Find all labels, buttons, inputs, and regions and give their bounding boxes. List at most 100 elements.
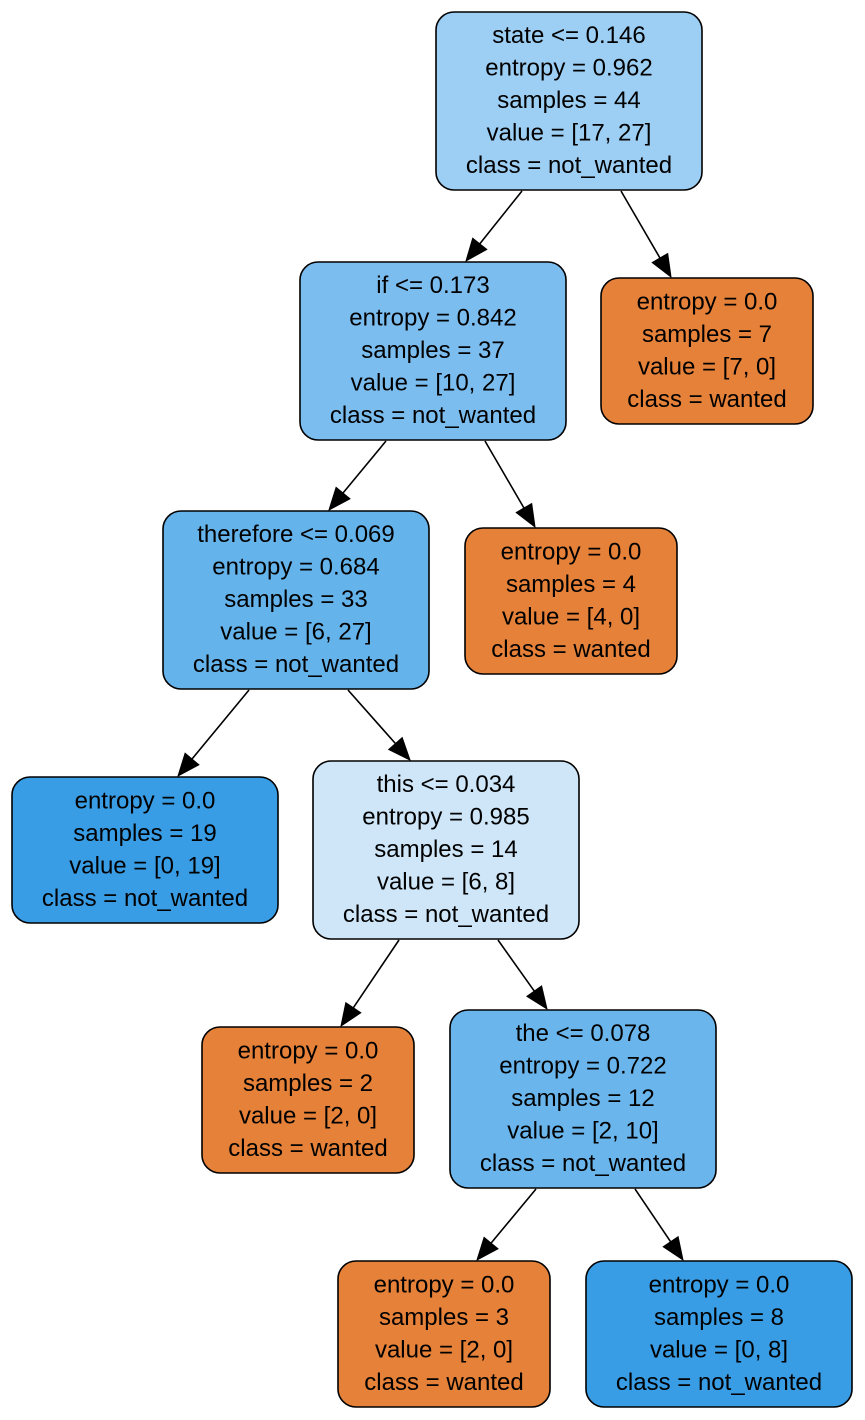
node-text-line: samples = 4 [506, 571, 636, 598]
node-box [435, 11, 703, 191]
edge-line [342, 440, 387, 494]
node-text-line: value = [10, 27] [351, 370, 516, 397]
node-text-line: samples = 7 [642, 321, 772, 348]
node-text-line: samples = 33 [224, 586, 367, 613]
arrowhead-icon [177, 752, 200, 778]
tree-node: entropy = 0.0 samples = 8 value = [0, 8] cl… [585, 1260, 853, 1408]
arrowhead-icon [662, 1235, 684, 1262]
tree-edges [177, 190, 684, 1262]
tree-edge [340, 939, 400, 1028]
node-text-line: entropy = 0.0 [501, 538, 642, 565]
tree-edge [465, 190, 523, 263]
node-text-line: class = not_wanted [343, 901, 549, 928]
node-text-line: state <= 0.146 [492, 22, 645, 49]
node-box [337, 1260, 551, 1408]
node-text-line: class = not_wanted [466, 152, 672, 179]
tree-node: the <= 0.078 entropy = 0.722 samples = 12 v… [449, 1009, 717, 1189]
node-text-line: entropy = 0.0 [637, 288, 778, 315]
node-text-line: class = wanted [228, 1135, 387, 1162]
tree-node: state <= 0.146 entropy = 0.962 samples = 4… [435, 11, 703, 191]
tree-nodes: state <= 0.146 entropy = 0.962 samples = 4… [11, 11, 853, 1408]
node-text-line: class = not_wanted [616, 1369, 822, 1396]
node-text-line: samples = 37 [361, 337, 504, 364]
edge-line [497, 939, 535, 992]
node-box [585, 1260, 853, 1408]
edge-line [484, 440, 525, 509]
node-text-line: value = [4, 0] [502, 603, 640, 630]
node-box [162, 510, 430, 690]
arrowhead-icon [476, 1236, 499, 1262]
node-text-line: value = [2, 0] [375, 1336, 513, 1363]
arrowhead-icon [465, 237, 488, 263]
node-text-line: this <= 0.034 [377, 771, 516, 798]
node-text-line: class = wanted [364, 1369, 523, 1396]
node-text-line: value = [2, 10] [507, 1118, 658, 1145]
tree-edge [634, 1188, 684, 1262]
node-text-line: samples = 19 [73, 820, 216, 847]
arrowhead-icon [515, 502, 536, 529]
node-text-line: entropy = 0.684 [212, 554, 379, 581]
node-box [600, 277, 814, 425]
node-text-line: entropy = 0.962 [485, 55, 652, 82]
node-text-line: if <= 0.173 [376, 272, 489, 299]
node-text-line: entropy = 0.0 [374, 1271, 515, 1298]
node-text-line: samples = 44 [497, 87, 640, 114]
node-text-line: the <= 0.078 [516, 1020, 651, 1047]
node-text-line: entropy = 0.985 [362, 804, 529, 831]
arrowhead-icon [328, 486, 351, 512]
node-text-line: value = [0, 8] [650, 1336, 788, 1363]
node-text-line: value = [2, 0] [239, 1102, 377, 1129]
node-text-line: therefore <= 0.069 [197, 521, 394, 548]
tree-edge [497, 939, 548, 1011]
node-text-line: class = not_wanted [330, 402, 536, 429]
arrowhead-icon [387, 736, 411, 761]
tree-node: if <= 0.173 entropy = 0.842 samples = 37 va… [299, 261, 567, 441]
tree-node: this <= 0.034 entropy = 0.985 samples = 14… [312, 760, 580, 940]
node-text-line: value = [0, 19] [69, 852, 220, 879]
node-text-line: class = wanted [627, 386, 786, 413]
tree-edge [347, 689, 411, 761]
tree-edge [484, 440, 536, 529]
tree-node: entropy = 0.0 samples = 19 value = [0, 19]… [11, 776, 279, 924]
node-text-line: class = not_wanted [193, 651, 399, 678]
tree-node: therefore <= 0.069 entropy = 0.684 samples… [162, 510, 430, 690]
arrowhead-icon [526, 985, 548, 1011]
node-text-line: entropy = 0.842 [349, 305, 516, 332]
node-box [11, 776, 279, 924]
node-text-line: samples = 2 [243, 1070, 373, 1097]
tree-edge [476, 1188, 537, 1262]
node-box [312, 760, 580, 940]
node-text-line: entropy = 0.0 [75, 787, 216, 814]
tree-edge [177, 689, 250, 778]
edge-line [191, 689, 250, 760]
node-text-line: value = [17, 27] [487, 120, 652, 147]
node-text-line: entropy = 0.0 [238, 1037, 379, 1064]
edge-line [347, 689, 397, 745]
tree-node: entropy = 0.0 samples = 3 value = [2, 0] cl… [337, 1260, 551, 1408]
edge-line [352, 939, 400, 1009]
tree-edge [620, 190, 672, 279]
node-text-line: samples = 3 [379, 1304, 509, 1331]
edge-line [620, 190, 661, 259]
node-text-line: samples = 8 [654, 1304, 784, 1331]
node-text-line: class = wanted [491, 636, 650, 663]
node-box [449, 1009, 717, 1189]
node-box [201, 1026, 415, 1174]
edge-line [479, 190, 523, 245]
tree-node: entropy = 0.0 samples = 2 value = [2, 0] cl… [201, 1026, 415, 1174]
node-box [299, 261, 567, 441]
edge-line [634, 1188, 672, 1243]
node-text-line: samples = 14 [374, 836, 517, 863]
node-text-line: class = not_wanted [42, 885, 248, 912]
arrowhead-icon [340, 1001, 362, 1028]
tree-node: entropy = 0.0 samples = 4 value = [4, 0] cl… [464, 527, 678, 675]
node-text-line: value = [7, 0] [638, 353, 776, 380]
node-text-line: samples = 12 [511, 1085, 654, 1112]
edge-line [490, 1188, 537, 1244]
node-text-line: value = [6, 27] [220, 619, 371, 646]
tree-node: entropy = 0.0 samples = 7 value = [7, 0] cl… [600, 277, 814, 425]
node-text-line: entropy = 0.0 [649, 1271, 790, 1298]
node-text-line: entropy = 0.722 [499, 1053, 666, 1080]
node-text-line: class = not_wanted [480, 1150, 686, 1177]
